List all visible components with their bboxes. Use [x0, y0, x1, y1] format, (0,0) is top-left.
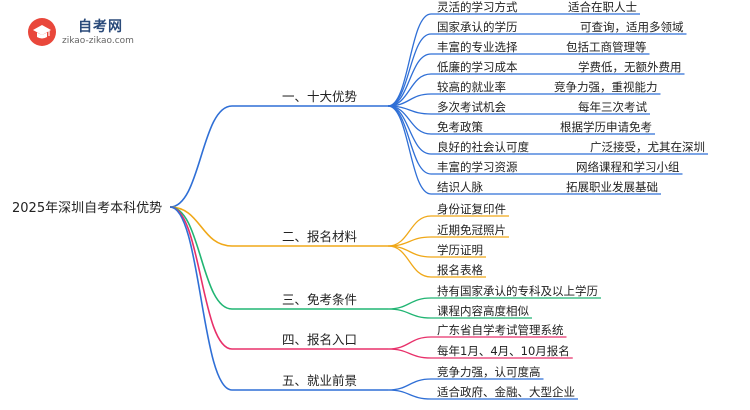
leaf-connector	[387, 336, 432, 350]
branch-connector	[169, 206, 233, 310]
leaf-text: 报名表格	[437, 263, 483, 277]
leaf-connector	[387, 308, 432, 319]
leaf-connector	[387, 33, 432, 107]
leaf-value: 适合在职人士	[568, 0, 637, 14]
leaf-connector	[387, 297, 432, 310]
leaf-text: 免考政策	[437, 120, 483, 134]
leaf-connector	[387, 105, 432, 195]
leaf-text: 适合政府、金融、大型企业	[437, 385, 575, 399]
leaf-connector	[387, 389, 432, 400]
leaf-connector	[387, 378, 432, 391]
leaf-item[interactable]: 课程内容高度相似	[387, 304, 532, 319]
leaf-value: 广泛接受，尤其在深圳	[590, 140, 705, 154]
branch-label: 四、报名入口	[282, 332, 357, 347]
leaf-text: 身份证复印件	[437, 202, 506, 216]
branch-label: 二、报名材料	[282, 229, 358, 244]
leaf-text: 国家承认的学历	[437, 20, 518, 34]
leaf-connector	[387, 245, 432, 278]
leaf-text: 广东省自学考试管理系统	[437, 323, 564, 337]
leaf-item[interactable]: 结识人脉 拓展职业发展基础	[387, 105, 661, 195]
leaf-item[interactable]: 竞争力强，认可度高	[387, 365, 544, 391]
leaf-item[interactable]: 低廉的学习成本 学费低，无额外费用	[387, 60, 685, 107]
leaf-text: 多次考试机会	[437, 100, 506, 114]
leaf-item[interactable]: 每年1月、4月、10月报名	[387, 344, 573, 359]
leaf-item[interactable]: 报名表格	[387, 245, 486, 278]
leaf-item[interactable]: 多次考试机会 每年三次考试	[387, 100, 650, 115]
branch-connector	[169, 105, 233, 208]
leaf-value: 竞争力强，重视能力	[554, 80, 658, 94]
leaf-text: 良好的社会认可度	[437, 140, 529, 154]
graduation-cap-icon	[28, 18, 56, 46]
leaf-item[interactable]: 广东省自学考试管理系统	[387, 323, 567, 350]
leaf-connector	[387, 13, 432, 107]
leaf-text: 竞争力强，认可度高	[437, 365, 541, 379]
leaf-item[interactable]: 国家承认的学历 可查询，适用多领域	[387, 20, 687, 107]
leaf-text: 持有国家承认的专科及以上学历	[437, 284, 598, 298]
branch-label: 三、免考条件	[282, 292, 357, 307]
leaf-text: 每年1月、4月、10月报名	[437, 344, 570, 358]
branch-label: 一、十大优势	[282, 89, 358, 104]
branch-connector	[169, 206, 233, 247]
leaf-item[interactable]: 较高的就业率 竞争力强，重视能力	[387, 80, 661, 107]
leaf-value: 学费低，无额外费用	[578, 60, 682, 74]
leaf-connector	[387, 348, 432, 359]
leaf-item[interactable]: 免考政策 根据学历申请免考	[387, 105, 655, 135]
branch-label: 五、就业前景	[282, 373, 357, 388]
leaf-item[interactable]: 近期免冠照片	[387, 223, 509, 247]
leaf-item[interactable]: 灵活的学习方式 适合在职人士	[387, 0, 640, 107]
leaf-value: 根据学历申请免考	[560, 120, 652, 134]
leaf-text: 丰富的学习资源	[437, 160, 518, 174]
leaf-item[interactable]: 丰富的专业选择 包括工商管理等	[387, 40, 650, 107]
leaf-value: 每年三次考试	[578, 100, 647, 114]
leaf-item[interactable]: 适合政府、金融、大型企业	[387, 385, 578, 400]
site-logo[interactable]: 自考网 zikao-zikao.com	[28, 14, 138, 50]
leaf-item[interactable]: 学历证明	[387, 243, 486, 258]
leaf-text: 较高的就业率	[437, 80, 506, 94]
leaf-text: 学历证明	[437, 243, 483, 257]
leaf-text: 结识人脉	[437, 180, 483, 194]
root-topic: 2025年深圳自考本科优势	[12, 200, 162, 216]
leaf-item[interactable]: 良好的社会认可度 广泛接受，尤其在深圳	[387, 105, 708, 155]
leaf-value: 拓展职业发展基础	[566, 180, 658, 194]
leaf-text: 丰富的专业选择	[437, 40, 518, 54]
leaf-text: 低廉的学习成本	[437, 60, 518, 74]
leaf-text: 近期免冠照片	[437, 223, 506, 237]
leaf-connector	[387, 105, 432, 175]
branch-connector	[169, 206, 233, 391]
leaf-item[interactable]: 丰富的学习资源 网络课程和学习小组	[387, 105, 683, 175]
leaf-text: 灵活的学习方式	[437, 0, 518, 14]
leaf-value: 可查询，适用多领域	[580, 20, 684, 34]
leaf-value: 包括工商管理等	[566, 40, 647, 54]
logo-subtitle: zikao-zikao.com	[62, 36, 134, 46]
leaf-text: 课程内容高度相似	[437, 304, 529, 318]
branch-connector	[169, 206, 233, 350]
leaf-value: 网络课程和学习小组	[576, 160, 680, 174]
logo-title: 自考网	[78, 19, 123, 35]
